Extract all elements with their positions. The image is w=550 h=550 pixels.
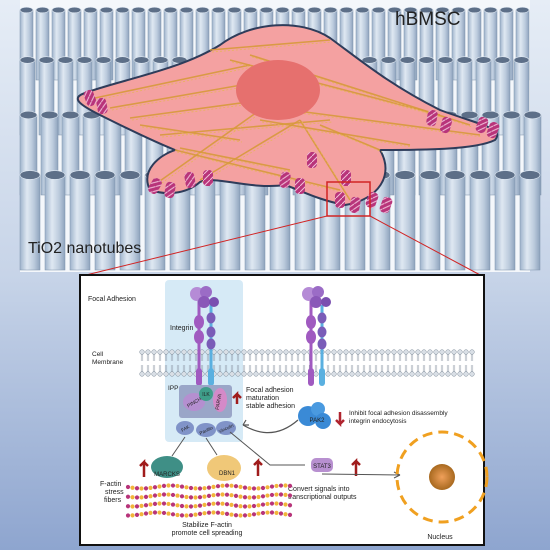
vinculin-label: Vinculin — [218, 423, 235, 434]
f-actin-fibers — [125, 483, 293, 518]
nanotube — [219, 170, 241, 271]
dbn1-label: DBN1 — [219, 471, 236, 477]
stat3-protein: STAT3 — [311, 458, 333, 472]
up-arrow-marcks — [139, 458, 149, 477]
fak-label: FAK — [180, 424, 190, 433]
stabilize-text-1: Stabilize F-actin — [182, 522, 232, 529]
focal-adhesion — [279, 171, 291, 189]
stabilize-text-2: promote cell spreading — [172, 530, 243, 537]
ilk-protein — [199, 387, 213, 401]
integrin-1 — [190, 286, 219, 386]
vinculin-protein — [216, 421, 236, 435]
focal-adhesion — [164, 181, 176, 199]
fa-maturation-3: stable adhesion — [246, 403, 295, 410]
focal-adhesion — [96, 97, 108, 115]
marcks-protein: MARCKS — [151, 456, 183, 478]
cell-nucleus — [236, 60, 320, 120]
focal-adhesion — [349, 196, 361, 214]
up-arrow-dbn1 — [253, 457, 263, 476]
ilk-label: ILK — [202, 392, 210, 398]
zoom-line-left — [81, 215, 328, 277]
integrin-2 — [302, 286, 331, 386]
zoom-highlight-box — [326, 181, 371, 217]
convert-text-2: transcriptional outputs — [288, 494, 357, 501]
down-arrow-pak2 — [335, 412, 345, 428]
cell-membrane-label-1: Cell — [92, 351, 104, 358]
nanotube — [419, 170, 441, 271]
nuclear-envelope — [395, 430, 489, 524]
nanotube — [194, 170, 216, 271]
parva-label: PARVA — [215, 393, 224, 411]
focal-adhesion — [341, 170, 351, 186]
focal-adhesion — [475, 116, 489, 134]
pak2-arrow — [242, 419, 299, 434]
cell-membrane — [139, 349, 475, 377]
inhibit-text-2: integrin endocytosis — [349, 418, 407, 425]
nucleus-label: Nucleus — [427, 534, 453, 541]
cell — [76, 24, 500, 214]
focal-adhesion — [307, 152, 317, 168]
focal-adhesion — [295, 178, 305, 194]
nucleus: Nucleus — [395, 430, 489, 541]
nanotube — [94, 170, 116, 271]
pinch-protein — [183, 393, 205, 411]
nanotube — [19, 170, 41, 271]
inhibit-text-1: Inhibit focal adhesion disassembly — [349, 410, 448, 417]
nanotube — [494, 170, 516, 271]
fa-maturation-1: Focal adhesion — [246, 387, 294, 394]
nanotube — [444, 170, 466, 271]
focal-adhesion — [486, 121, 500, 139]
inset-panel: Focal Adhesion Integrin Cell Membrane — [79, 274, 489, 546]
nanotube — [519, 170, 541, 271]
fa-maturation-2: maturation — [246, 395, 279, 402]
nanotube — [469, 170, 491, 271]
inset-frame — [79, 274, 485, 546]
marcks-label: MARCKS — [154, 472, 180, 478]
focal-adhesions — [83, 89, 500, 214]
nucleolus — [429, 464, 455, 490]
integrin-label: Integrin — [170, 325, 193, 332]
focal-adhesion — [148, 178, 162, 194]
up-arrow-fa — [232, 390, 242, 404]
focal-adhesion — [335, 192, 345, 208]
parva-protein — [213, 388, 227, 412]
focal-adhesion — [184, 171, 196, 189]
pak2-label: PAK2 — [310, 418, 326, 424]
top-panel: hBMSC TiO2 nanotubes — [19, 0, 542, 272]
cell-membrane-label-2: Membrane — [92, 359, 123, 366]
paxillin-protein — [196, 423, 216, 437]
substrate-label: TiO2 nanotubes — [28, 240, 141, 257]
factin-label-2: stress — [105, 489, 124, 496]
paxillin-label: Paxillin — [199, 425, 214, 436]
nanotube — [44, 170, 66, 271]
ipp-label: IPP — [168, 385, 178, 392]
factin-label-3: fibers — [104, 497, 122, 504]
up-arrow-stat3 — [351, 457, 361, 476]
focal-adhesion — [439, 116, 453, 134]
factin-label-1: F-actin — [100, 481, 122, 488]
focal-adhesion — [365, 191, 379, 209]
focal-adhesion — [426, 109, 438, 127]
dbn1-protein: DBN1 — [207, 455, 241, 481]
nanotube — [119, 170, 141, 271]
zoom-line-right — [369, 215, 483, 277]
fak-protein — [176, 421, 194, 435]
nanotube — [394, 170, 416, 271]
focal-adhesion — [83, 89, 97, 107]
adaptor-proteins: FAK Paxillin Vinculin — [176, 421, 236, 437]
focal-adhesion — [379, 196, 393, 214]
pak2-protein: PAK2 — [298, 402, 331, 429]
focal-adhesion — [203, 170, 213, 186]
cell-label: hBMSC — [395, 9, 460, 30]
stat3-arrow — [321, 473, 401, 476]
ipp-complex: IPP PINCH ILK PARVA — [168, 385, 232, 418]
focal-adhesion-label: Focal Adhesion — [88, 296, 136, 303]
stat3-label: STAT3 — [313, 464, 331, 470]
nanotube — [69, 170, 91, 271]
convert-text-1: Convert signals into — [288, 486, 350, 493]
